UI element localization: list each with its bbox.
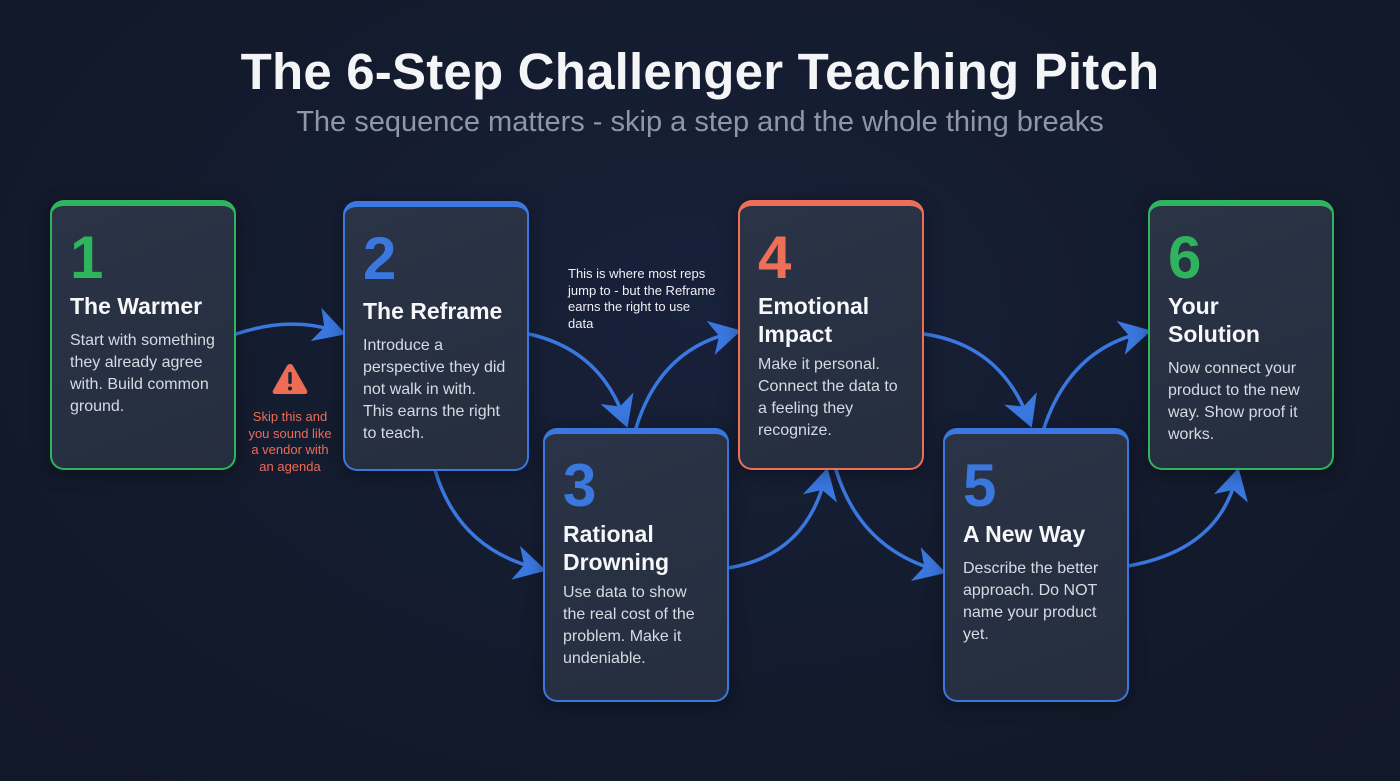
arrow-2-to-3-bottom [433,468,547,580]
page-title: The 6-Step Challenger Teaching Pitch [240,43,1160,100]
arrow-3-to-4-top [634,320,742,430]
step-title: Your Solution [1168,293,1260,347]
step-card-3: 3 Rational Drowning Use data to show the… [543,428,729,702]
step-description: Start with something they already agree … [70,332,215,415]
step-number: 2 [363,225,397,292]
step-title: A New Way [963,521,1086,547]
arrow-2-to-3-top [527,332,634,428]
step-card-5: 5 A New Way Describe the better approach… [943,428,1129,702]
step-description: Introduce a perspective they did not wal… [363,337,506,442]
step-number: 6 [1168,224,1202,291]
step-card-6: 6 Your Solution Now connect your product… [1148,200,1334,470]
warning-annotation: Skip this and you sound like a vendor wi… [246,362,334,475]
step-card-1: 1 The Warmer Start with something they a… [50,200,236,470]
reframe-note: This is where most reps jump to - but th… [568,266,716,331]
step-card-4: 4 Emotional Impact Make it personal. Con… [738,200,924,470]
step-title: Emotional Impact [758,293,870,347]
step-number: 3 [563,452,597,519]
warning-triangle-icon [272,364,308,394]
arrow-1-to-2 [234,307,346,342]
arrow-4-to-5-bottom [834,468,947,581]
page-subtitle: The sequence matters - skip a step and t… [296,106,1104,138]
step-description: Describe the better approach. Do NOT nam… [963,560,1099,643]
step-description: Now connect your product to the new way.… [1168,360,1300,443]
arrow-5-to-6-bottom [1126,467,1248,568]
step-description: Make it personal. Connect the data to a … [758,356,898,439]
arrow-4-to-5-top [922,332,1037,428]
step-title: Rational Drowning [563,521,670,575]
step-card-2: 2 The Reframe Introduce a perspective th… [343,201,529,471]
step-number: 1 [70,224,104,291]
step-number: 5 [963,452,997,519]
arrow-3-to-4-bottom [726,467,837,570]
step-title: The Warmer [70,293,203,319]
step-number: 4 [758,224,792,291]
arrow-5-to-6-top [1042,320,1152,430]
warning-text: Skip this and you sound like a vendor wi… [248,409,332,474]
step-title: The Reframe [363,298,503,324]
step-description: Use data to show the real cost of the pr… [563,584,695,667]
